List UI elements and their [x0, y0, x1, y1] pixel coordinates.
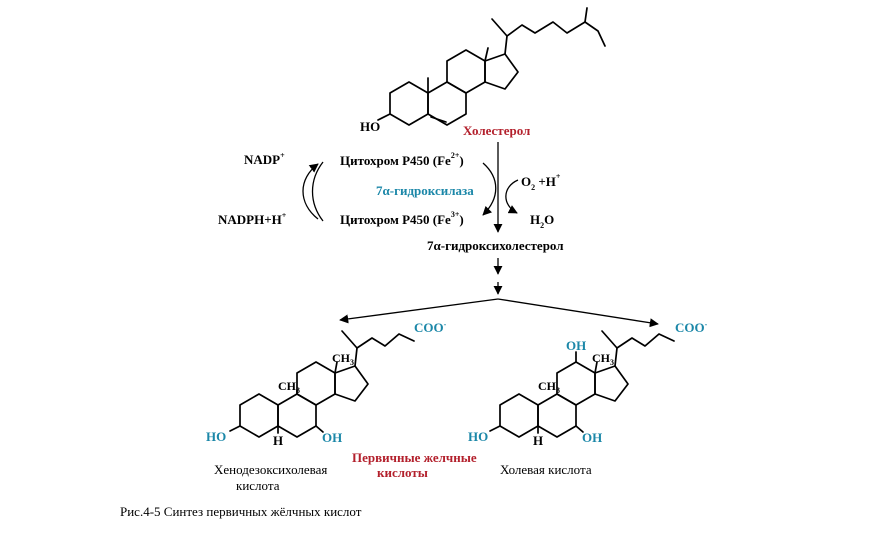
nadph-to-nadp-arrow [302, 163, 319, 220]
oxygen-water-arrow [505, 179, 519, 214]
arrow-to-chenodeoxycholic [339, 298, 499, 324]
cholesterol-name: Холестерол [463, 123, 530, 138]
hydroxylation-step: NADP+ NADPH+H+ Цитохром P450 (Fe2+) Цито… [218, 142, 561, 233]
cheno-name-line2: кислота [236, 478, 280, 493]
enzyme-label: 7α-гидроксилаза [376, 183, 474, 198]
cheno-ch3-top: CH3 [332, 351, 354, 367]
cheno-name-line1: Хенодезоксихолевая [214, 462, 327, 477]
cheno-ho-label: HO [206, 429, 226, 444]
branch-arrows [339, 258, 659, 328]
cholic-oh7-label: OH [582, 430, 602, 445]
primary-label-line1: Первичные желчные [352, 450, 477, 465]
water-label: H2O [530, 212, 554, 230]
cytochrome-cycle-arrow [311, 161, 324, 222]
cholic-acid-structure: COO- OH CH3 CH3 HO OH H Холевая кислота [468, 320, 708, 477]
cheno-coo-label: COO- [414, 320, 447, 335]
cholic-oh12-label: OH [566, 338, 586, 353]
cholic-ho-label: HO [468, 429, 488, 444]
cholic-ch3-top: CH3 [592, 351, 614, 367]
cytochrome-fe3-label: Цитохром P450 (Fe3+) [340, 210, 464, 227]
nadp-label: NADP+ [244, 151, 285, 167]
cheno-oh-label: OH [322, 430, 342, 445]
cheno-ch3-mid: CH3 [278, 379, 300, 395]
cytochrome-transfer-arrow [482, 162, 497, 216]
arrow-to-cholic [497, 298, 659, 328]
cytochrome-fe2-label: Цитохром P450 (Fe2+) [340, 151, 464, 168]
cheno-h-label: H [273, 433, 283, 448]
o2-h-label: O2 +H+ [521, 172, 561, 192]
cholesterol-ho-label: HO [360, 119, 380, 134]
intermediate-name: 7α-гидроксихолестерол [427, 238, 564, 253]
cholic-ch3-mid: CH3 [538, 379, 560, 395]
cholic-h-label: H [533, 433, 543, 448]
nadph-label: NADPH+H+ [218, 211, 287, 227]
cholesterol-structure: HO Холестерол [360, 7, 606, 138]
primary-label-line2: кислоты [377, 465, 428, 480]
cholic-name: Холевая кислота [500, 462, 592, 477]
chenodeoxycholic-acid-structure: COO- CH3 CH3 HO OH H Хенодезоксихолевая … [206, 320, 447, 493]
figure-caption: Рис.4-5 Синтез первичных жёлчных кислот [120, 504, 362, 519]
primary-bile-acids-label: Первичные желчные кислоты [352, 450, 477, 480]
cholic-coo-label: COO- [675, 320, 708, 335]
